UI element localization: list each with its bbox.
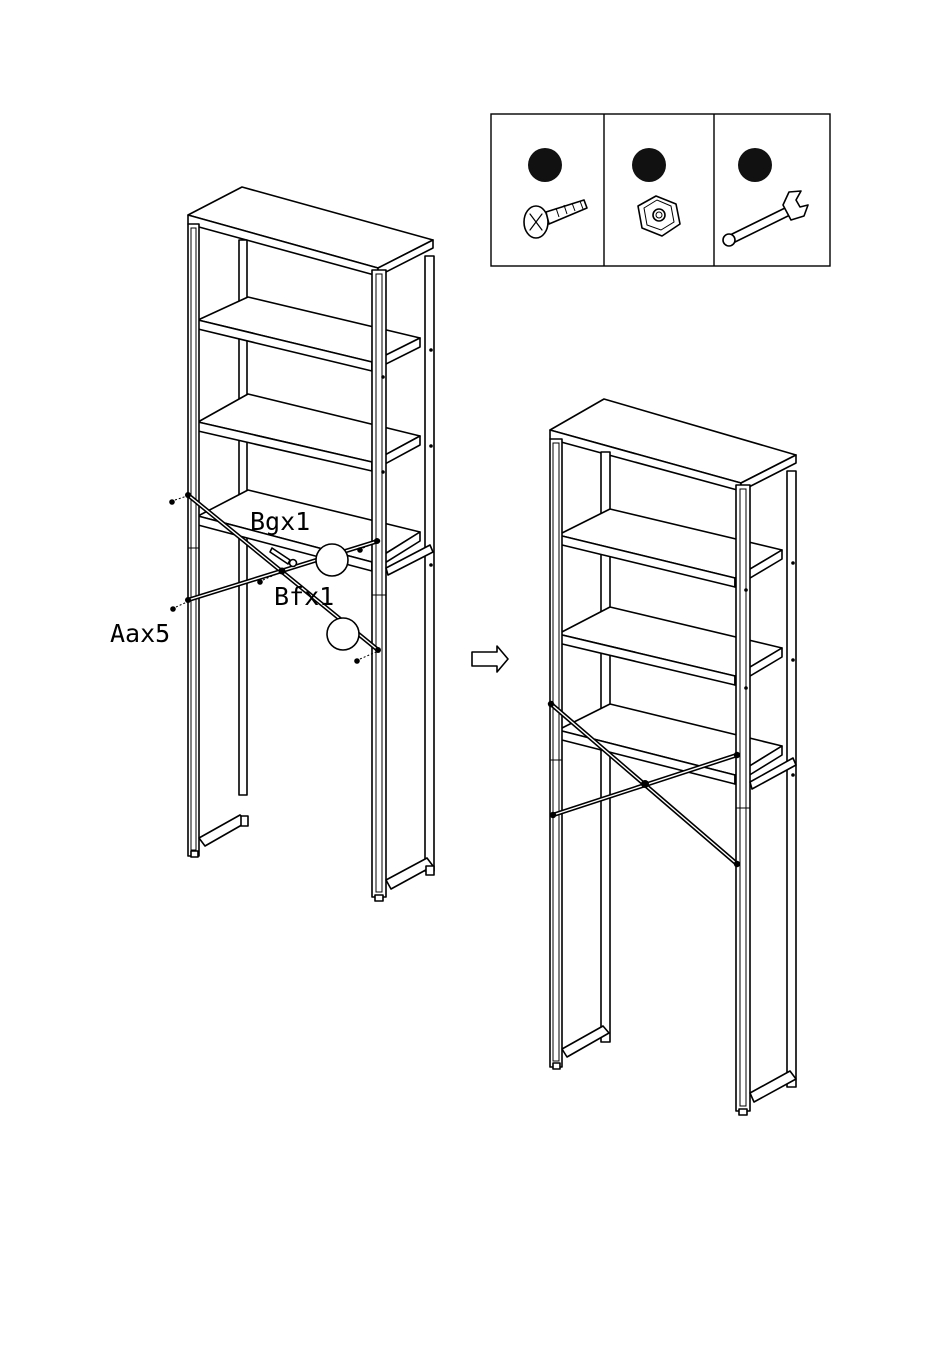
callout-bolts: Aax5 — [110, 619, 170, 648]
screw-icon — [524, 200, 587, 238]
nut-icon — [638, 196, 680, 236]
arrow-right-icon — [472, 646, 508, 672]
part-badge-a — [528, 148, 562, 182]
shelf-unit-assembled — [548, 399, 796, 1115]
part-badge-b — [632, 148, 666, 182]
callout-cross-nut: Bfx1 — [274, 582, 334, 611]
bolt-a-top-left — [169, 496, 187, 505]
shelf-unit-exploded — [169, 187, 434, 901]
detail-circle-lower — [327, 618, 359, 650]
bolt-a-bottom-left — [170, 602, 187, 612]
part-badge-c — [738, 148, 772, 182]
wrench-icon — [723, 191, 808, 246]
callout-ring-hook: Bgx1 — [250, 507, 310, 536]
detail-circle-upper — [316, 544, 348, 576]
parts-box — [491, 114, 830, 266]
